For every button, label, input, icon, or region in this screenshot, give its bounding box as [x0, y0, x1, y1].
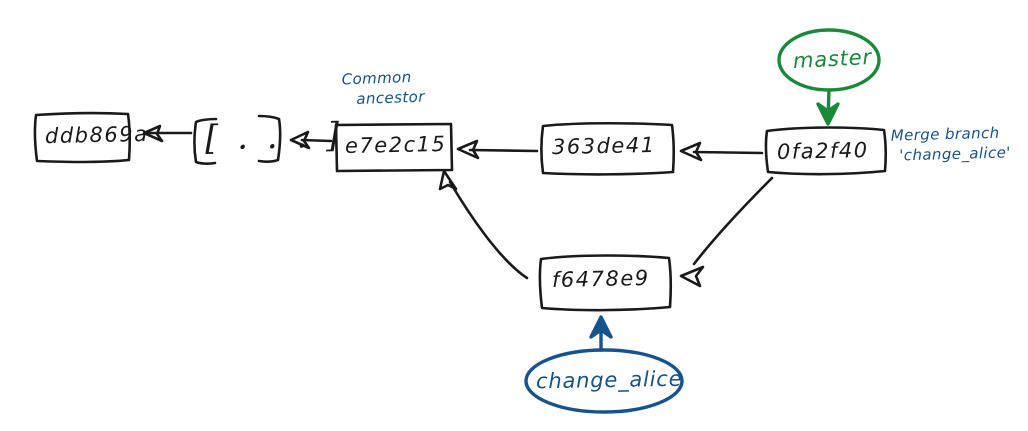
arrowhead-e7e2c15-diag	[438, 169, 458, 191]
edge-0fa2f40-to-f6478e9	[692, 176, 774, 266]
commit-box-e7e2c15	[334, 122, 454, 173]
edge-f6478e9-to-e7e2c15	[448, 180, 529, 280]
branch-arrowhead-change-alice	[589, 315, 613, 339]
edge-0fa2f40-to-363de41	[692, 150, 764, 155]
edge-363de41-to-e7e2c15	[468, 148, 539, 153]
branch-arrowhead-master	[816, 102, 840, 126]
arrowhead-f6478e9	[679, 265, 705, 288]
arrowhead-ellipsis	[289, 130, 311, 150]
bracket-open	[193, 117, 218, 165]
arrowhead-e7e2c15	[456, 139, 480, 160]
commit-box-ddb869a	[33, 111, 131, 164]
commit-box-0fa2f40	[764, 126, 887, 176]
bracket-close	[257, 114, 282, 163]
edge-e7e2c15-to-ellipsis	[300, 138, 333, 143]
commit-box-f6478e9	[538, 254, 672, 312]
branch-bubble-change-alice	[524, 348, 684, 414]
arrowhead-ddb869a	[142, 124, 164, 143]
arrowhead-363de41	[679, 141, 703, 162]
commit-box-363de41	[540, 121, 675, 176]
branch-bubble-master	[777, 28, 881, 92]
